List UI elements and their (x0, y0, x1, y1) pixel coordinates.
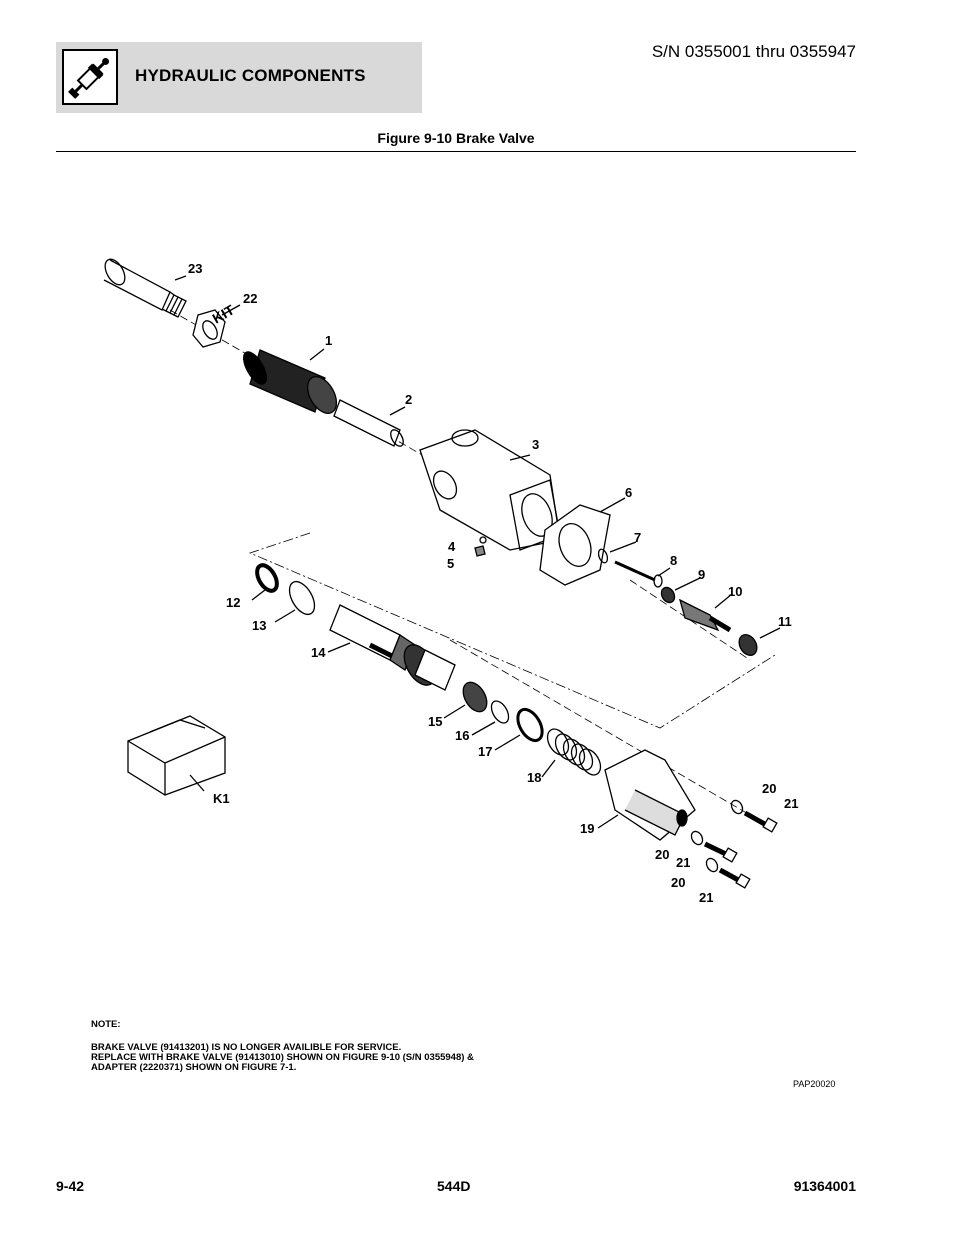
figure-code: PAP20020 (793, 1079, 836, 1089)
callout: 20 (671, 875, 686, 890)
callout: 1 (325, 333, 333, 348)
callout: 23 (188, 261, 203, 276)
note-line: ADAPTER (2220371) SHOWN ON FIGURE 7-1. (91, 1062, 297, 1073)
section-header: HYDRAULIC COMPONENTS (56, 42, 422, 113)
callout: 21 (784, 796, 799, 811)
note-line: REPLACE WITH BRAKE VALVE (91413010) SHOW… (91, 1052, 474, 1063)
callout: 21 (699, 890, 714, 905)
callout: 20 (655, 847, 670, 862)
callout: 2 (405, 392, 413, 407)
figure-title: Figure 9-10 Brake Valve (377, 130, 535, 146)
model-number: 544D (437, 1178, 471, 1194)
document-number: 91364001 (793, 1178, 856, 1194)
callout: K1 (213, 791, 230, 806)
note-line: BRAKE VALVE (91413201) IS NO LONGER AVAI… (91, 1042, 402, 1053)
callout: 18 (527, 770, 542, 785)
callout: 5 (447, 556, 455, 571)
callout: 3 (532, 437, 540, 452)
callout: 19 (580, 821, 595, 836)
callout: 15 (428, 714, 443, 729)
callout: 17 (478, 744, 493, 759)
kit-box (127, 715, 226, 796)
callout: 14 (311, 645, 326, 660)
callout: 11 (778, 614, 792, 629)
callout: 8 (670, 553, 678, 568)
part-23-tube (103, 258, 187, 318)
callout: 10 (728, 584, 743, 599)
page-number: 9-42 (56, 1178, 85, 1194)
section-title: HYDRAULIC COMPONENTS (135, 66, 366, 85)
header-divider (56, 151, 856, 152)
part-1-sleeve (242, 349, 338, 414)
note-heading: NOTE: (91, 1019, 121, 1030)
callout: 16 (455, 728, 470, 743)
callout: 9 (698, 567, 706, 582)
callout: 6 (625, 485, 633, 500)
callout: 20 (762, 781, 777, 796)
callout: 12 (226, 595, 241, 610)
serial-number-range: S/N 0355001 thru 0355947 (651, 42, 856, 61)
callout: 13 (252, 618, 267, 633)
part-18-spring (546, 728, 602, 776)
callout: 7 (634, 530, 642, 545)
brake-valve-exploded-diagram: KIT (103, 258, 781, 889)
callout: 22 (243, 291, 258, 306)
callout: 4 (448, 539, 456, 554)
callout: 21 (676, 855, 691, 870)
hydraulic-cylinder-icon (62, 49, 118, 105)
